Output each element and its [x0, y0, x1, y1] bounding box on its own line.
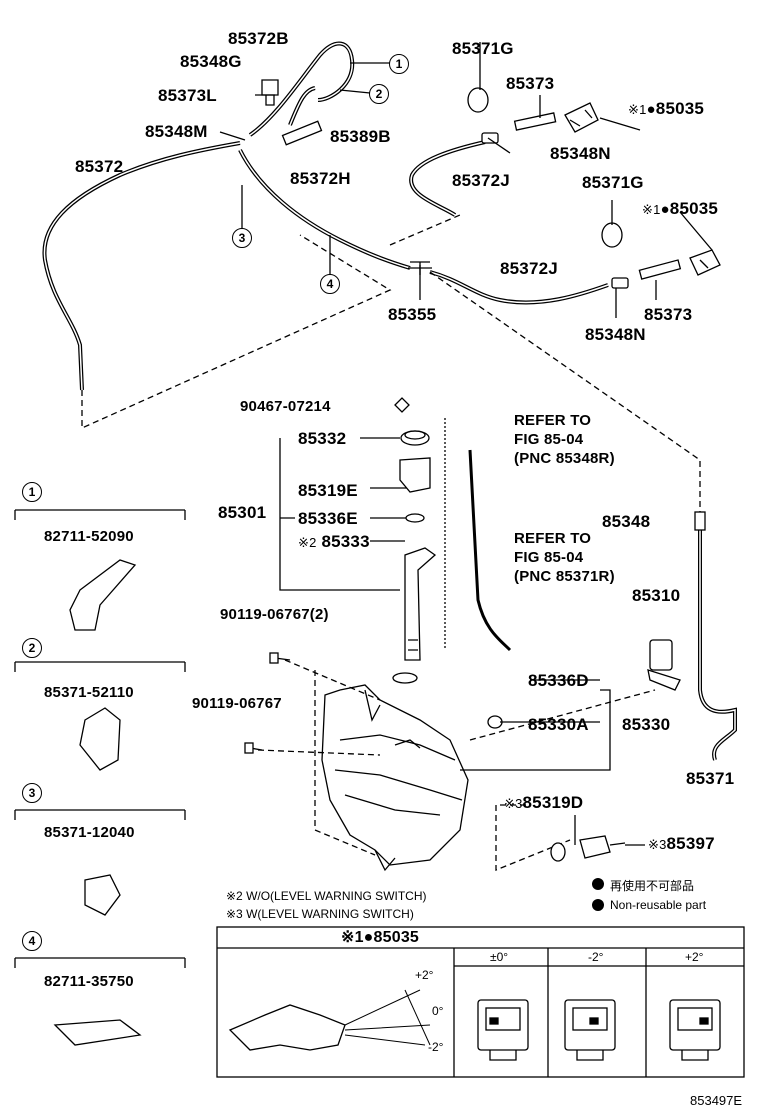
label-85373-top: 85373	[506, 74, 555, 93]
label-90119-06767: 90119-06767	[192, 695, 282, 712]
label-85332: 85332	[298, 429, 347, 448]
hose-85372	[42, 141, 241, 391]
detail-3-part: 85371-12040	[44, 824, 135, 841]
connector-icon-0	[477, 999, 529, 1061]
detail-1-number: 1	[22, 482, 42, 502]
note-w-level-switch: ※3 W(LEVEL WARNING SWITCH)	[226, 907, 414, 921]
refer-85371R-line1: REFER TO	[514, 530, 592, 547]
washer-tank	[321, 684, 469, 872]
label-85301: 85301	[218, 503, 267, 522]
detail-2-part: 85371-52110	[44, 684, 134, 701]
angle-0: 0°	[432, 1004, 444, 1018]
table-col-plus2: +2°	[685, 950, 704, 964]
label-85372J-top: 85372J	[452, 171, 510, 190]
label-85348M: 85348M	[145, 122, 208, 141]
label-85389B: 85389B	[330, 127, 391, 146]
label-85035-mid: ※1●85035	[642, 199, 719, 219]
label-85372J-mid: 85372J	[500, 259, 558, 278]
angle-minus2: -2°	[428, 1040, 444, 1054]
refer-85371R-line2: FIG 85-04	[514, 549, 584, 566]
detail2-part	[79, 707, 121, 771]
label-85348N-top: 85348N	[550, 144, 611, 163]
callout-3: 3	[232, 228, 252, 248]
refer-85348R-line2: FIG 85-04	[514, 431, 584, 448]
label-85319D: ※385319D	[504, 793, 584, 812]
connector-icon-plus2	[669, 999, 721, 1061]
pump-85310	[647, 639, 681, 691]
callout-1: 1	[389, 54, 409, 74]
label-90119-06767-2: 90119-06767(2)	[220, 606, 329, 623]
label-85319E: 85319E	[298, 481, 358, 500]
label-90467-07214: 90467-07214	[240, 398, 331, 415]
label-85330: 85330	[622, 715, 671, 734]
note-nonreusable-jp: 再使用不可部品	[610, 879, 695, 893]
detail-4-part: 82711-35750	[44, 973, 134, 990]
table-col-minus2: -2°	[588, 950, 604, 964]
label-85355: 85355	[388, 305, 437, 324]
refer-85371R-line3: (PNC 85371R)	[514, 568, 615, 585]
detail3-part	[84, 874, 121, 916]
label-85348N-mid: 85348N	[585, 325, 646, 344]
detail-1-part: 82711-52090	[44, 528, 134, 545]
filler-neck	[404, 547, 437, 661]
hose-85371	[698, 530, 737, 761]
label-85373L: 85373L	[158, 86, 217, 105]
refer-85348R-line3: (PNC 85348R)	[514, 450, 615, 467]
note-nonreusable-en: Non-reusable part	[610, 898, 707, 912]
detail-3-number: 3	[22, 783, 42, 803]
label-85330A: 85330A	[528, 715, 589, 734]
note-w-o-level-switch: ※2 W/O(LEVEL WARNING SWITCH)	[226, 889, 427, 903]
figure-id: 853497E	[690, 1093, 743, 1108]
label-85371: 85371	[686, 769, 735, 788]
label-85336E: 85336E	[298, 509, 358, 528]
label-85371G-mid: 85371G	[582, 173, 644, 192]
detail1-part	[69, 559, 137, 631]
refer-85348R-line1: REFER TO	[514, 412, 592, 429]
detail-4-number: 4	[22, 931, 42, 951]
label-85348G: 85348G	[180, 52, 242, 71]
grommet-85330A	[487, 715, 503, 729]
connector-icon-minus2	[564, 999, 616, 1061]
label-85310: 85310	[632, 586, 681, 605]
cap-85332	[400, 430, 430, 446]
label-85372: 85372	[75, 157, 124, 176]
table-col-0deg: ±0°	[490, 950, 509, 964]
nozzle-85035-top	[564, 102, 599, 133]
label-85373-mid: 85373	[644, 305, 693, 324]
label-85371G-top: 85371G	[452, 39, 514, 58]
callout-2: 2	[369, 84, 389, 104]
detail4-part	[53, 1019, 142, 1046]
detail-2-number: 2	[22, 638, 42, 658]
label-85035-top: ※1●85035	[628, 99, 705, 119]
seal-85336E	[405, 513, 425, 523]
grommet-85336D	[392, 672, 418, 684]
label-85348: 85348	[602, 512, 651, 531]
nozzle-85035-mid	[689, 249, 721, 276]
label-85336D: 85336D	[528, 671, 589, 690]
label-85372H: 85372H	[290, 169, 351, 188]
sensor-85397	[579, 835, 626, 859]
angle-plus2: +2°	[415, 968, 434, 982]
table-frame	[216, 926, 745, 1078]
level-switch-85319D	[550, 842, 566, 862]
label-85397: ※385397	[648, 834, 715, 853]
label-85372B: 85372B	[228, 29, 289, 48]
callout-4: 4	[320, 274, 340, 294]
table-header: ※1●85035	[340, 929, 420, 946]
strainer-85319E	[399, 457, 431, 493]
label-85333: ※2 85333	[298, 532, 370, 551]
